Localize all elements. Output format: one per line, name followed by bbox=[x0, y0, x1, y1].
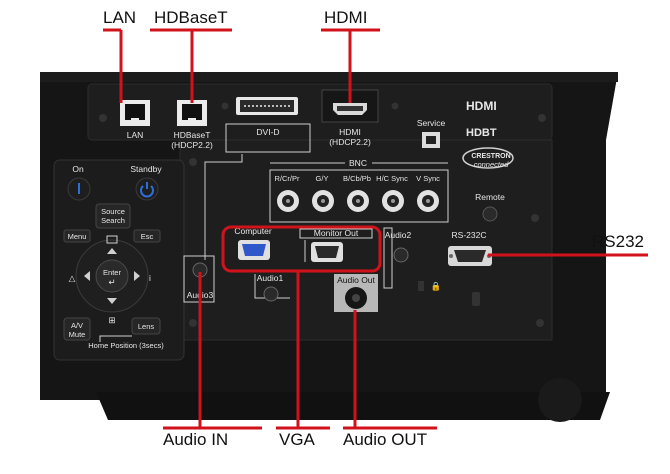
hdbt-logo: HDBT bbox=[466, 127, 497, 139]
lan-port bbox=[125, 104, 145, 120]
screw bbox=[221, 102, 229, 110]
hdmi-port-label-1: HDMI bbox=[339, 127, 361, 137]
audio1-guide bbox=[254, 274, 290, 299]
lan-port-tab bbox=[131, 118, 139, 122]
hdbaset-callout: HDBaseT bbox=[154, 8, 228, 27]
home-position-label: Home Position (3secs) bbox=[88, 341, 164, 350]
standby-label: Standby bbox=[130, 164, 162, 174]
hdmi-callout: HDMI bbox=[324, 8, 368, 27]
security-slot bbox=[418, 281, 424, 291]
service-port-label: Service bbox=[417, 118, 446, 128]
audio-in-callout: Audio IN bbox=[163, 430, 229, 449]
monitor-out-port bbox=[315, 246, 339, 258]
screw bbox=[189, 158, 197, 166]
hdbaset-port-label-2: (HDCP2.2) bbox=[171, 140, 213, 150]
rs232c-label: RS-232C bbox=[452, 230, 487, 240]
lens-label: Lens bbox=[138, 322, 155, 331]
enter-button[interactable] bbox=[95, 259, 129, 293]
dvid-outline bbox=[225, 123, 311, 153]
lan-callout: LAN bbox=[103, 8, 137, 27]
bnc-label: BNC bbox=[349, 158, 367, 168]
keystone-icon: △ bbox=[69, 273, 76, 283]
dvid-port bbox=[240, 100, 294, 112]
audio2-guide bbox=[383, 227, 393, 289]
arrow-right-icon[interactable] bbox=[134, 271, 140, 281]
arrow-down-icon[interactable] bbox=[107, 298, 117, 304]
arrow-left-icon[interactable] bbox=[84, 271, 90, 281]
remote-port bbox=[482, 206, 498, 222]
foot bbox=[538, 378, 582, 422]
screw bbox=[189, 319, 197, 327]
esc-label: Esc bbox=[141, 232, 154, 241]
audio1-port bbox=[263, 286, 279, 302]
source-search-button[interactable] bbox=[95, 203, 131, 229]
bnc-g-label: G/Y bbox=[316, 174, 329, 183]
menu-label: Menu bbox=[68, 232, 87, 241]
bnc-r-label: R/Cr/Pr bbox=[275, 174, 301, 183]
screw bbox=[99, 114, 107, 122]
home-position-guide bbox=[99, 335, 132, 342]
security-bar bbox=[472, 292, 480, 306]
hdbaset-port-label-1: HDBaseT bbox=[174, 130, 211, 140]
esc-button[interactable] bbox=[133, 229, 161, 243]
audio2-label: Audio2 bbox=[385, 230, 412, 240]
bnc-connectors bbox=[277, 190, 439, 212]
bnc-b-label: B/Cb/Pb bbox=[343, 174, 371, 183]
service-port-slot bbox=[426, 136, 436, 144]
callout-lines bbox=[103, 28, 648, 430]
crestron-logo-sub: connected bbox=[474, 160, 509, 169]
enter-icon: ↵ bbox=[108, 277, 115, 287]
info-icon: i bbox=[149, 273, 151, 283]
av-label-2: Mute bbox=[69, 330, 86, 339]
vga-highlight bbox=[221, 225, 382, 273]
bnc-h-label: H/C Sync bbox=[376, 174, 408, 183]
bnc-v-label: V Sync bbox=[416, 174, 440, 183]
computer-port-label: Computer bbox=[234, 226, 271, 236]
projector-base bbox=[96, 392, 610, 420]
rs232c-port bbox=[454, 250, 486, 262]
arrow-up-icon[interactable] bbox=[107, 248, 117, 254]
dvid-port-label: DVI-D bbox=[256, 127, 279, 137]
hdmi-port-slot bbox=[337, 106, 363, 111]
lan-port-label: LAN bbox=[127, 130, 144, 140]
audio2-port bbox=[393, 247, 409, 263]
menu-button[interactable] bbox=[63, 229, 91, 243]
audio-out-label: Audio Out bbox=[337, 275, 375, 285]
lens-button[interactable] bbox=[131, 317, 161, 335]
lock-icon: 🔒 bbox=[431, 281, 442, 291]
audio1-label: Audio1 bbox=[257, 273, 284, 283]
top-edge bbox=[40, 72, 618, 82]
vga-callout: VGA bbox=[279, 430, 315, 449]
hdmi-logo: HDMI bbox=[466, 99, 497, 113]
bnc-outline bbox=[269, 169, 449, 223]
source-label-1: Source bbox=[101, 207, 125, 216]
monitor-out-label: Monitor Out bbox=[314, 228, 359, 238]
hdbaset-port bbox=[182, 104, 202, 120]
screw bbox=[538, 114, 546, 122]
on-label: On bbox=[72, 164, 84, 174]
pattern-icon: ⊞ bbox=[108, 315, 115, 325]
power-icon bbox=[140, 185, 154, 198]
audio-out-callout: Audio OUT bbox=[343, 430, 428, 449]
screw bbox=[391, 102, 399, 110]
source-label-2: Search bbox=[101, 216, 125, 225]
hdmi-port-label-2: (HDCP2.2) bbox=[329, 137, 371, 147]
av-mute-button[interactable] bbox=[63, 317, 91, 341]
enter-label: Enter bbox=[103, 268, 121, 277]
aspect-icon bbox=[106, 235, 118, 244]
crestron-logo-ring bbox=[462, 147, 514, 169]
screw bbox=[536, 319, 544, 327]
rs232-callout: RS232 bbox=[592, 232, 644, 251]
screw bbox=[531, 214, 539, 222]
remote-port-label: Remote bbox=[475, 192, 505, 202]
computer-port bbox=[242, 244, 266, 256]
crestron-logo: CRESTRON bbox=[471, 153, 510, 160]
panel-guide-line bbox=[204, 154, 243, 260]
av-label-1: A/V bbox=[71, 321, 83, 330]
monitor-out-box bbox=[299, 228, 373, 239]
hdbaset-port-tab bbox=[188, 118, 196, 122]
